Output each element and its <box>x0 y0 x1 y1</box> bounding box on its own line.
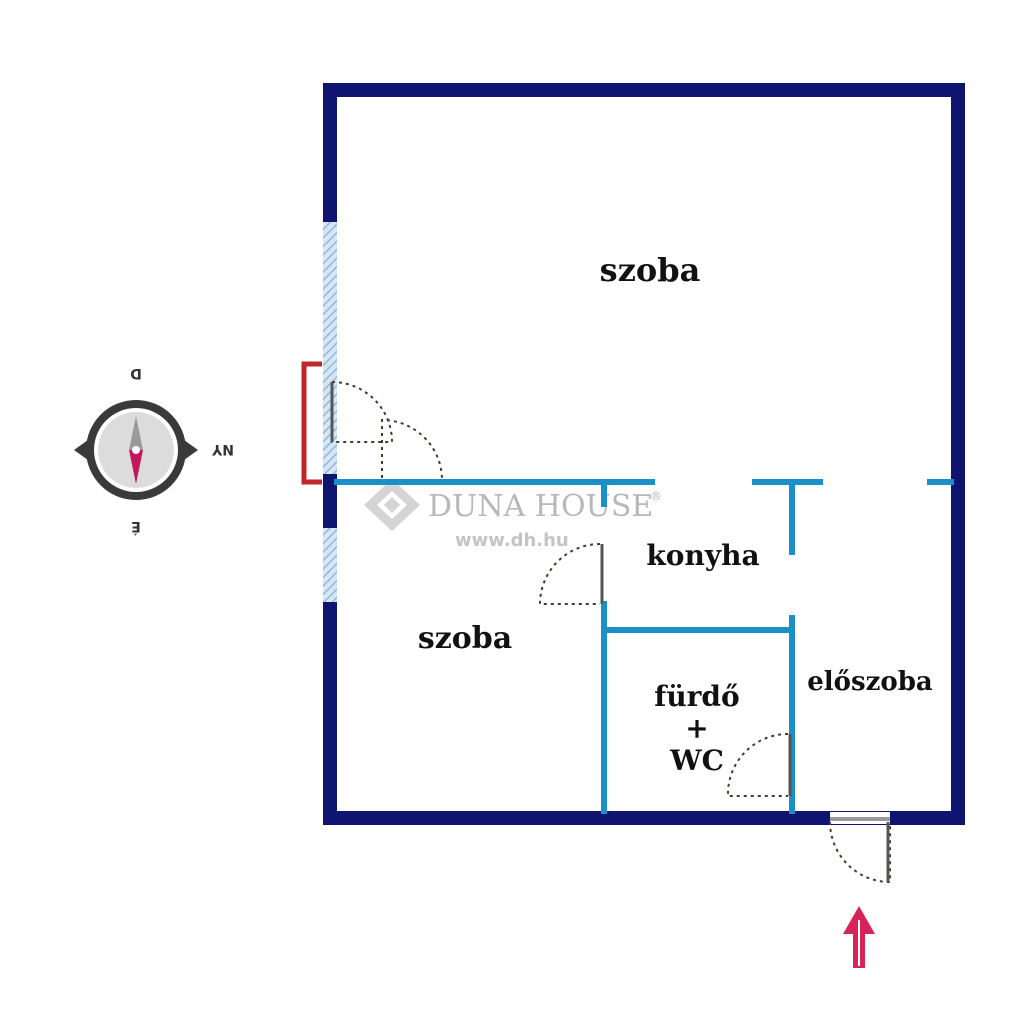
room-label-konyha: konyha <box>646 539 759 572</box>
room-label-szoba-top: szoba <box>600 251 701 289</box>
room-label-furdo: fürdő <box>654 680 739 713</box>
door-leaves <box>330 382 890 882</box>
room-label-plus: + <box>685 712 708 745</box>
room-label-szoba-bottom: szoba <box>418 621 512 656</box>
door-swings <box>331 380 891 884</box>
entrance-arrow-icon <box>843 906 875 968</box>
watermark-url: www.dh.hu <box>455 530 569 551</box>
compass-north-letter: D <box>130 365 142 381</box>
entrance-door-swing <box>829 821 891 884</box>
room-door-swing <box>538 543 601 605</box>
duna-house-logo-icon <box>364 479 420 531</box>
compass-icon: D NY É <box>74 365 234 535</box>
balcony-door-left-swing <box>331 380 394 443</box>
balcony-door-frame <box>301 361 322 485</box>
window-upper <box>323 222 337 474</box>
watermark: DUNA HOUSE ® www.dh.hu <box>364 479 662 551</box>
outer-walls <box>323 83 965 825</box>
watermark-brand: DUNA HOUSE <box>428 489 653 524</box>
inner-walls <box>334 479 954 814</box>
room-label-eloszoba: előszoba <box>807 667 933 697</box>
balcony-door-right-swing <box>381 418 443 481</box>
bathroom-door-swing <box>726 733 789 797</box>
compass-east-letter: NY <box>211 441 234 457</box>
room-label-wc: WC <box>669 744 724 777</box>
compass-south-letter: É <box>131 518 141 535</box>
watermark-registered: ® <box>650 489 662 503</box>
window-lower <box>323 528 337 602</box>
